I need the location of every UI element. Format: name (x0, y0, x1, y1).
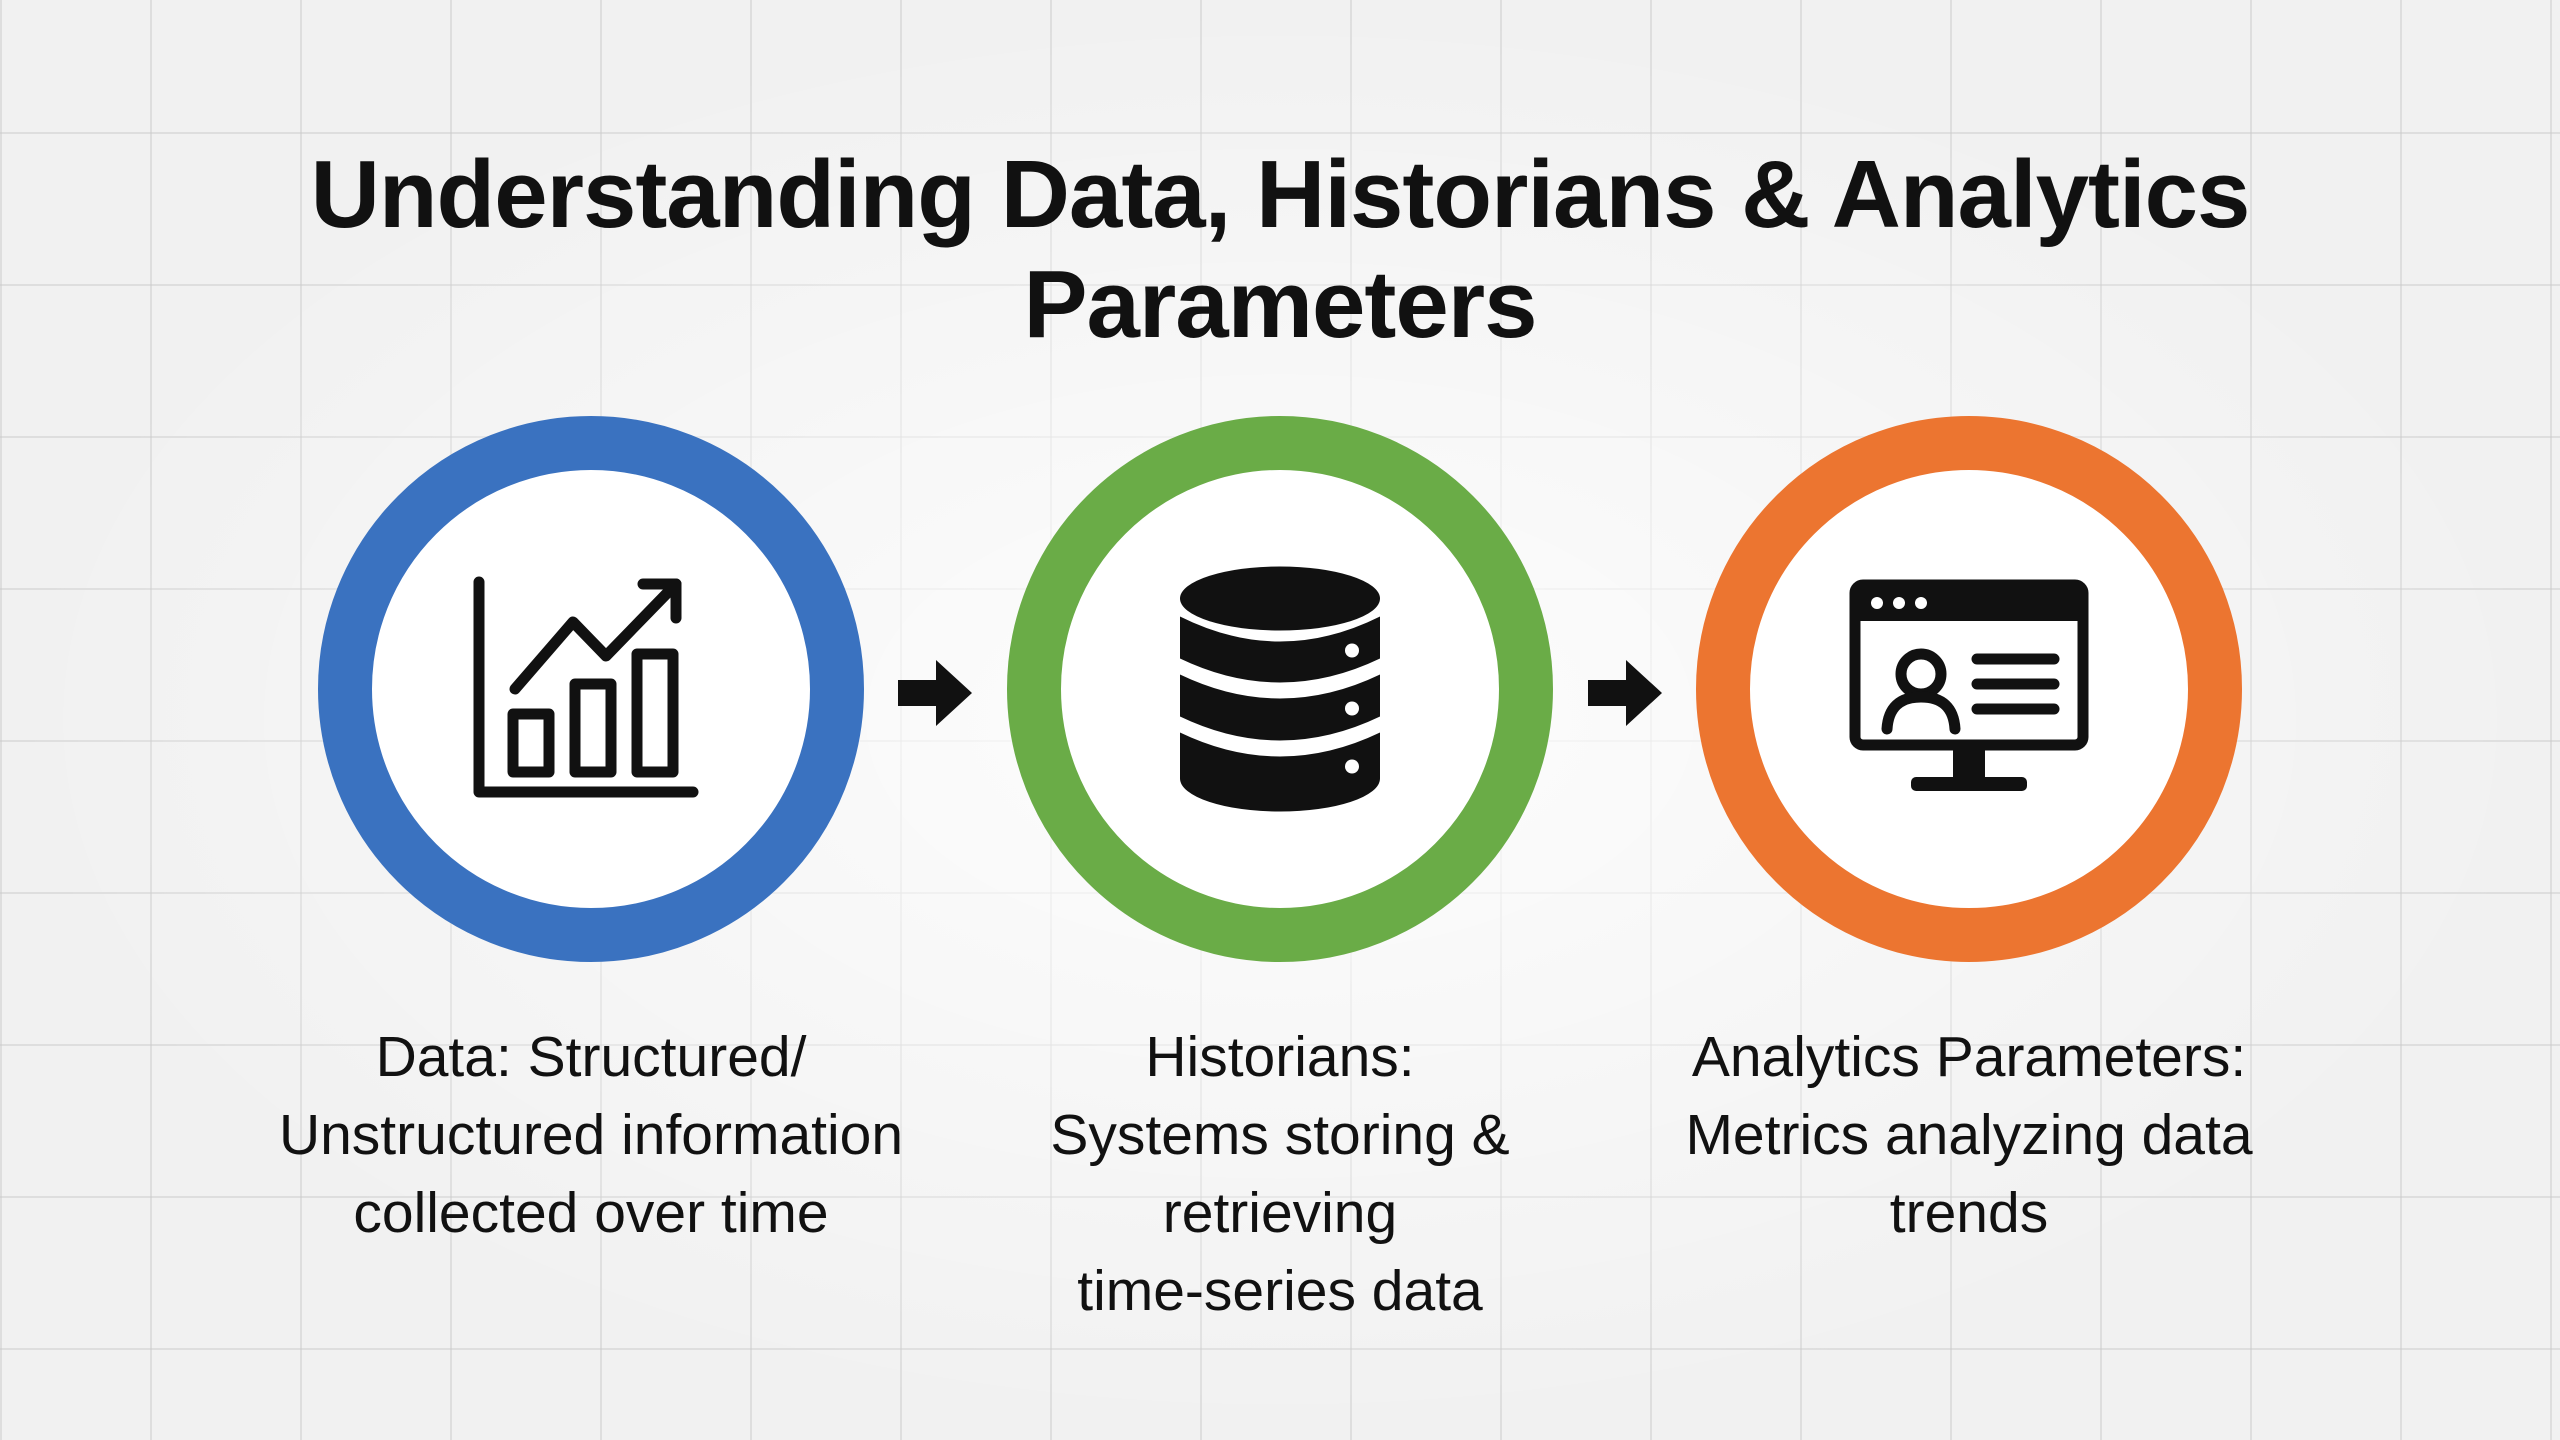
historians-circle (1007, 416, 1553, 962)
label-line: Systems storing & (1050, 1103, 1510, 1167)
data-description: Data: Structured/ Unstructured informati… (211, 1018, 971, 1252)
monitor-profile-icon (1849, 579, 2089, 791)
analytics-description: Analytics Parameters: Metrics analyzing … (1589, 1018, 2349, 1252)
page-title: Understanding Data, Historians & Analyti… (0, 140, 2560, 360)
label-line: Metrics analyzing data (1685, 1103, 2253, 1167)
arrow-right-icon (898, 660, 972, 726)
title-line-2: Parameters (1023, 251, 1537, 358)
label-line: Historians: (1145, 1025, 1415, 1089)
bar-chart-trend-icon (473, 576, 699, 798)
label-line: Analytics Parameters: (1691, 1025, 2247, 1089)
data-circle (318, 416, 864, 962)
historians-description: Historians: Systems storing & retrieving… (900, 1018, 1660, 1330)
analytics-circle (1696, 416, 2242, 962)
label-line: Data: Structured/ (375, 1025, 807, 1089)
label-line: time-series data (1077, 1259, 1483, 1323)
title-line-1: Understanding Data, Historians & Analyti… (310, 141, 2251, 248)
label-line: collected over time (353, 1181, 829, 1245)
label-line: Unstructured information (278, 1103, 904, 1167)
arrow-right-icon (1588, 660, 1662, 726)
label-line: retrieving (1162, 1181, 1398, 1245)
label-line: trends (1889, 1181, 2049, 1245)
database-icon (1180, 566, 1380, 812)
